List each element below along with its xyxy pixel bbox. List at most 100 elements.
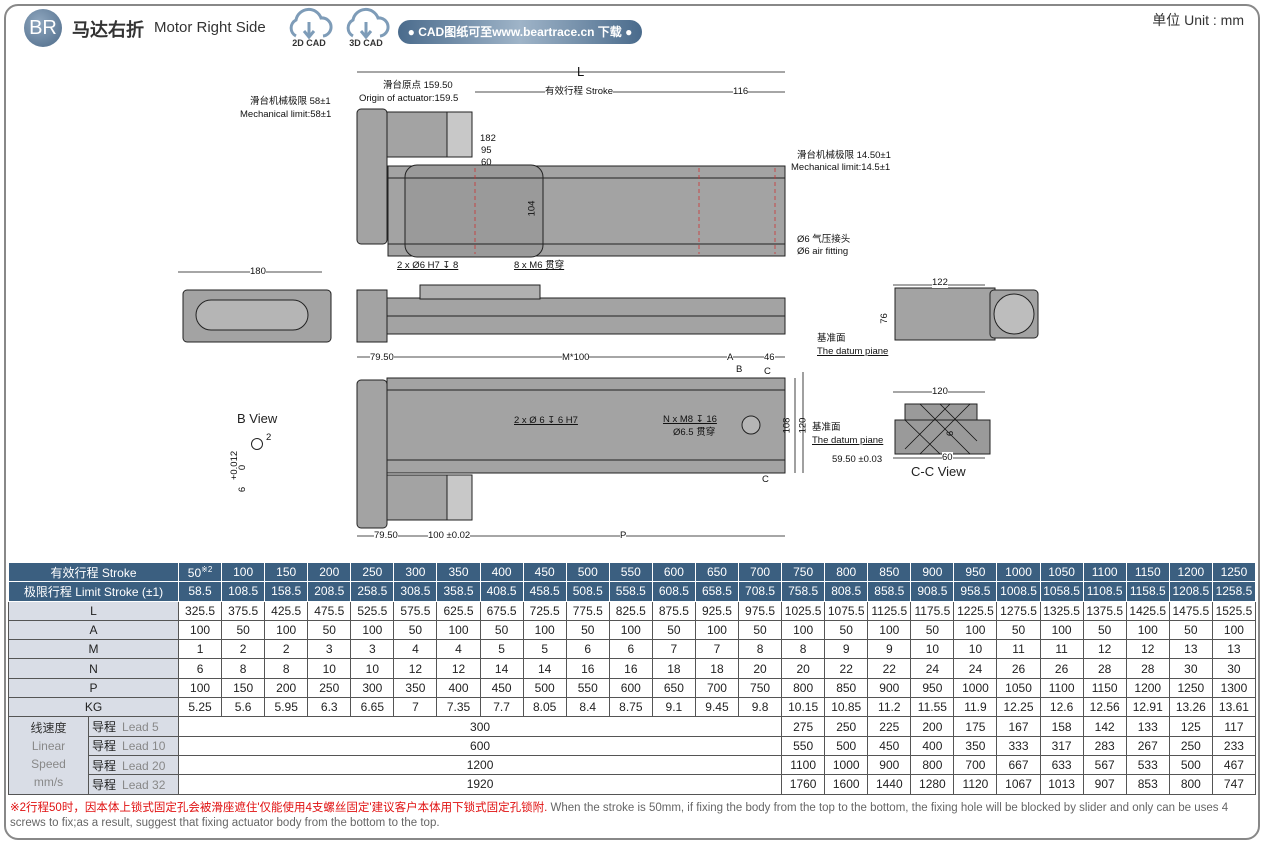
table-cell: 9 — [867, 639, 912, 660]
limit-cell: 308.5 — [393, 581, 438, 602]
limit-cell: 58.5 — [177, 581, 223, 602]
speed-cell: 250 — [1168, 735, 1213, 756]
table-cell: 800 — [781, 677, 826, 699]
table-cell: 300 — [350, 677, 395, 699]
speed-cell: 667 — [996, 754, 1041, 776]
table-cell: 9.45 — [694, 697, 740, 718]
speed-merged-cell: 600 — [177, 735, 783, 756]
title-cn: 马达右折 — [72, 20, 144, 40]
speed-merged-cell: 1920 — [177, 774, 783, 795]
table-cell: 5 — [479, 639, 524, 660]
speed-cell: 900 — [867, 754, 912, 776]
slider-top — [404, 164, 544, 258]
limit-cell: 258.5 — [350, 581, 395, 602]
speed-cell: 1280 — [910, 774, 955, 795]
actuator-body-bottom — [386, 377, 786, 474]
speed-cell: 250 — [824, 716, 869, 737]
table-cell: 12.25 — [996, 697, 1041, 718]
speed-cell: 800 — [910, 754, 955, 776]
speed-cell: 550 — [781, 735, 826, 756]
limit-cell: 858.5 — [867, 581, 912, 602]
row-label: A — [8, 619, 179, 641]
speed-cell: 1120 — [953, 774, 998, 795]
table-cell: 10 — [953, 639, 998, 660]
dim-116: 116 — [733, 86, 749, 97]
table-cell: 12 — [393, 658, 438, 679]
table-cell: 10.85 — [824, 697, 869, 718]
table-cell: 50 — [738, 619, 783, 641]
dim-120-cc: 120 — [932, 386, 948, 397]
dim-76: 76 — [878, 313, 890, 324]
origin-cn: 滑台原点 159.50 — [383, 80, 453, 91]
speed-cell: 400 — [910, 735, 955, 756]
table-cell: 600 — [608, 677, 653, 699]
stroke-cell: 100 — [221, 561, 266, 583]
table-cell: 100 — [264, 619, 309, 641]
table-cell: 150 — [221, 677, 266, 699]
table-cell: 11.2 — [867, 697, 912, 718]
row-label: P — [8, 677, 179, 699]
cc-view-title: C-C View — [911, 464, 966, 479]
stroke-cell: 950 — [953, 561, 998, 583]
limit-header: 极限行程 Limit Stroke (±1) — [8, 581, 179, 602]
stroke-cell: 700 — [738, 561, 783, 583]
table-cell: 400 — [436, 677, 481, 699]
table-cell: 7.7 — [479, 697, 524, 718]
table-cell: 6 — [608, 639, 653, 660]
table-cell: 4 — [393, 639, 438, 660]
stroke-label: 有效行程 Stroke — [545, 86, 614, 97]
b-view-0: 0 — [237, 464, 249, 471]
holes-pin: 2 x Ø6 H7 ↧ 8 — [397, 260, 459, 271]
stroke-cell: 1200 — [1168, 561, 1213, 583]
datum-en-1: The datum piane — [817, 346, 889, 357]
table-cell: 20 — [781, 658, 826, 679]
table-cell: 8 — [781, 639, 826, 660]
table-cell: 100 — [522, 619, 567, 641]
dim-104: 104 — [526, 200, 538, 217]
speed-cell: 283 — [1082, 735, 1127, 756]
table-cell: 1175.5 — [910, 600, 955, 621]
stroke-cell: 800 — [824, 561, 869, 583]
table-cell: 100 — [350, 619, 395, 641]
cad-3d-download[interactable]: 3D CAD — [339, 6, 393, 56]
table-cell: 50 — [1168, 619, 1213, 641]
table-cell: 22 — [867, 658, 912, 679]
table-cell: 100 — [867, 619, 912, 641]
dim-m100: M*100 — [562, 352, 590, 363]
table-cell: 9.8 — [738, 697, 783, 718]
speed-cell: 853 — [1125, 774, 1170, 795]
table-cell: 7 — [393, 697, 438, 718]
table-cell: 6 — [565, 639, 610, 660]
speed-cell: 633 — [1039, 754, 1084, 776]
table-cell: 5 — [522, 639, 567, 660]
table-cell: 1050 — [996, 677, 1041, 699]
download-link[interactable]: ● CAD图纸可至www.beartrace.cn 下载 ● — [398, 20, 642, 44]
table-cell: 10 — [307, 658, 352, 679]
air-fitting-en: Ø6 air fitting — [797, 246, 849, 257]
table-cell: 10 — [910, 639, 955, 660]
limit-cell: 1208.5 — [1168, 581, 1213, 602]
table-cell: 450 — [479, 677, 524, 699]
speed-merged-cell: 300 — [177, 716, 783, 737]
table-cell: 26 — [1039, 658, 1084, 679]
cad-2d-label: 2D CAD — [292, 38, 326, 48]
stroke-cell: 600 — [651, 561, 696, 583]
speed-merged-cell: 1200 — [177, 754, 783, 776]
table-cell: 1375.5 — [1082, 600, 1127, 621]
cad-2d-download[interactable]: 2D CAD — [282, 6, 336, 56]
table-cell: 13.61 — [1211, 697, 1257, 718]
table-cell: 875.5 — [651, 600, 696, 621]
table-cell: 10 — [350, 658, 395, 679]
table-cell: 6 — [177, 658, 223, 679]
table-cell: 1425.5 — [1125, 600, 1170, 621]
stroke-cell: 500 — [565, 561, 610, 583]
table-cell: 250 — [307, 677, 352, 699]
table-cell: 475.5 — [307, 600, 352, 621]
stroke-cell: 1100 — [1082, 561, 1127, 583]
table-cell: 925.5 — [694, 600, 740, 621]
speed-cell: 1067 — [996, 774, 1041, 795]
dim-180: 180 — [250, 266, 266, 277]
